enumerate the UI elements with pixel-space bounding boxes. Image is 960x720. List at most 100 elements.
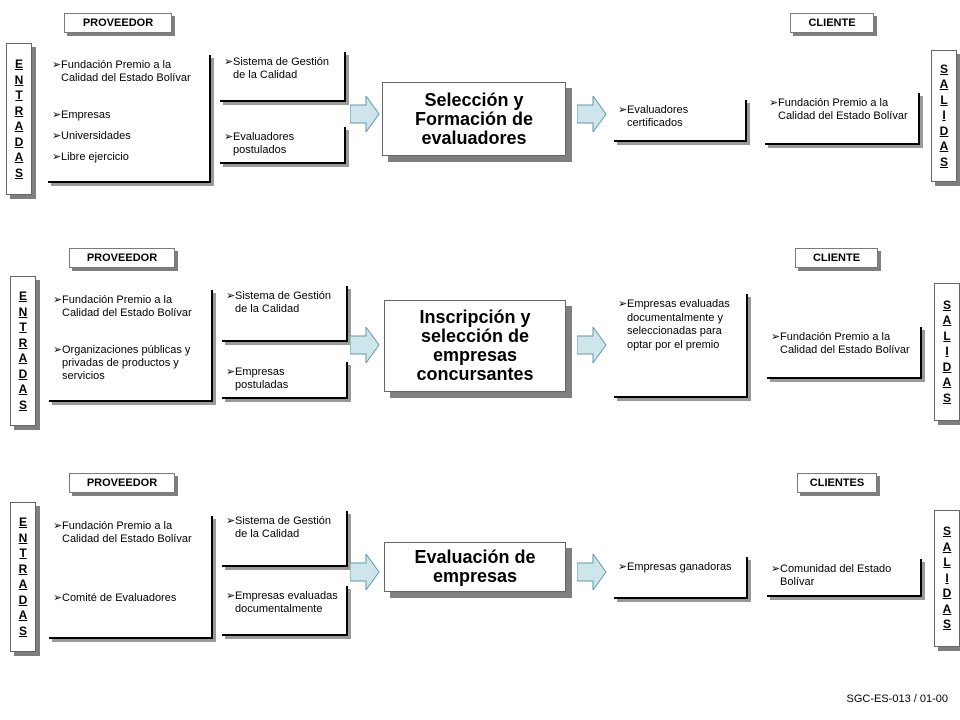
entradas-letter: D <box>18 592 28 607</box>
process-box: Evaluación de empresas <box>384 542 566 592</box>
input-box: ➢Sistema de Gestión de la Calidad <box>222 511 348 567</box>
salidas-letter: S <box>942 297 951 312</box>
arrow-bullet-icon: ➢ <box>618 298 628 310</box>
arrow-bullet-icon: ➢ <box>224 131 234 143</box>
supplier-item: ➢Libre ejercicio <box>52 151 129 163</box>
entradas-letter: D <box>14 134 24 149</box>
salidas-label: S A L I D A S <box>934 510 960 647</box>
arrow-bullet-icon: ➢ <box>52 130 62 142</box>
proveedor-label: PROVEEDOR <box>69 473 175 493</box>
salidas-label: S A L I D A S <box>934 283 960 421</box>
arrow-bullet-icon: ➢ <box>618 561 628 573</box>
arrow-bullet-icon: ➢ <box>226 515 236 527</box>
document-code: SGC-ES-013 / 01-00 <box>846 693 949 705</box>
entradas-letter: T <box>19 546 27 560</box>
entradas-label: E N T R A D A S <box>10 276 36 426</box>
entradas-letter: A <box>18 382 28 396</box>
output-box: ➢Evaluadores certificados <box>614 100 747 142</box>
suppliers-box: ➢Fundación Premio a la Calidad del Estad… <box>48 55 211 183</box>
salidas-letter: A <box>942 601 952 616</box>
entradas-letter: T <box>19 320 27 334</box>
arrow-bullet-icon: ➢ <box>53 592 63 604</box>
flow-arrow-icon <box>577 96 607 132</box>
salidas-letter: D <box>939 123 949 138</box>
entradas-letter: R <box>14 103 24 118</box>
input-box: ➢Sistema de Gestión de la Calidad <box>220 52 346 102</box>
arrow-bullet-icon: ➢ <box>224 56 234 68</box>
proveedor-label: PROVEEDOR <box>69 248 175 268</box>
flow-arrow-icon <box>350 554 380 590</box>
entradas-letter: S <box>18 397 27 412</box>
salidas-letter: D <box>942 359 952 374</box>
process-box: Inscripción y selección de empresas conc… <box>384 300 566 392</box>
input-box: ➢Sistema de Gestión de la Calidad <box>222 286 348 342</box>
entradas-letter: N <box>18 304 28 319</box>
entradas-letter: A <box>18 351 28 365</box>
arrow-bullet-icon: ➢ <box>53 294 63 306</box>
cliente-label: CLIENTE <box>795 248 878 268</box>
customers-box: ➢Fundación Premio a la Calidad del Estad… <box>767 327 922 379</box>
salidas-letter: A <box>942 313 952 328</box>
supplier-item: ➢Universidades <box>52 130 131 142</box>
entradas-letter: N <box>14 72 24 87</box>
salidas-label: S A L I D A S <box>931 50 957 182</box>
entradas-letter: E <box>18 289 27 303</box>
arrow-bullet-icon: ➢ <box>52 109 62 121</box>
entradas-letter: R <box>18 335 28 350</box>
salidas-letter: L <box>943 328 951 343</box>
arrow-bullet-icon: ➢ <box>226 290 236 302</box>
process-box: Selección y Formación de evaluadores <box>382 82 566 156</box>
salidas-letter: S <box>942 524 951 539</box>
supplier-item: ➢Fundación Premio a la Calidad del Estad… <box>53 520 192 545</box>
entradas-letter: R <box>18 561 28 576</box>
salidas-letter: D <box>942 586 952 601</box>
proveedor-label: PROVEEDOR <box>64 13 172 33</box>
salidas-letter: S <box>942 617 951 632</box>
suppliers-box: ➢Fundación Premio a la Calidad del Estad… <box>49 290 213 402</box>
salidas-letter: L <box>943 555 951 570</box>
arrow-bullet-icon: ➢ <box>771 563 781 575</box>
arrow-bullet-icon: ➢ <box>52 151 62 163</box>
salidas-letter: A <box>942 375 952 390</box>
entradas-label: E N T R A D A S <box>10 502 36 652</box>
cliente-label: CLIENTES <box>797 473 877 493</box>
flow-arrow-icon <box>577 327 607 363</box>
arrow-bullet-icon: ➢ <box>53 520 63 532</box>
salidas-letter: A <box>939 139 949 154</box>
flow-arrow-icon <box>350 96 380 132</box>
arrow-bullet-icon: ➢ <box>771 331 781 343</box>
arrow-bullet-icon: ➢ <box>618 104 628 116</box>
supplier-item: ➢Comité de Evaluadores <box>53 592 177 604</box>
customers-box: ➢Comunidad del Estado Bolívar <box>767 559 922 597</box>
salidas-letter: S <box>942 390 951 405</box>
salidas-letter: I <box>945 570 949 585</box>
customers-box: ➢Fundación Premio a la Calidad del Estad… <box>765 93 920 145</box>
entradas-letter: S <box>18 623 27 638</box>
supplier-item: ➢Empresas <box>52 109 111 121</box>
entradas-letter: T <box>15 88 23 102</box>
salidas-letter: I <box>942 108 946 123</box>
flow-arrow-icon <box>577 554 607 590</box>
entradas-letter: S <box>14 165 23 180</box>
supplier-item: ➢Fundación Premio a la Calidad del Estad… <box>53 294 192 319</box>
salidas-letter: I <box>945 344 949 359</box>
cliente-label: CLIENTE <box>790 13 874 33</box>
salidas-letter: S <box>939 61 948 76</box>
arrow-bullet-icon: ➢ <box>769 97 779 109</box>
suppliers-box: ➢Fundación Premio a la Calidad del Estad… <box>49 516 213 639</box>
arrow-bullet-icon: ➢ <box>52 59 62 71</box>
entradas-letter: A <box>14 119 24 133</box>
supplier-item: ➢Organizaciones públicas y privadas de p… <box>53 344 191 382</box>
flow-arrow-icon <box>350 327 380 363</box>
input-box: ➢Empresas postuladas <box>222 362 348 399</box>
salidas-letter: A <box>942 539 952 554</box>
entradas-letter: A <box>14 150 24 164</box>
entradas-label: E N T R A D A S <box>6 43 32 195</box>
output-box: ➢Empresas evaluadas documentalmente y se… <box>614 294 748 398</box>
entradas-letter: E <box>18 515 27 529</box>
salidas-letter: L <box>940 92 948 107</box>
salidas-letter: S <box>939 154 948 169</box>
input-box: ➢Evaluadores postulados <box>220 127 346 164</box>
supplier-item: ➢Fundación Premio a la Calidad del Estad… <box>52 59 191 84</box>
arrow-bullet-icon: ➢ <box>226 590 236 602</box>
